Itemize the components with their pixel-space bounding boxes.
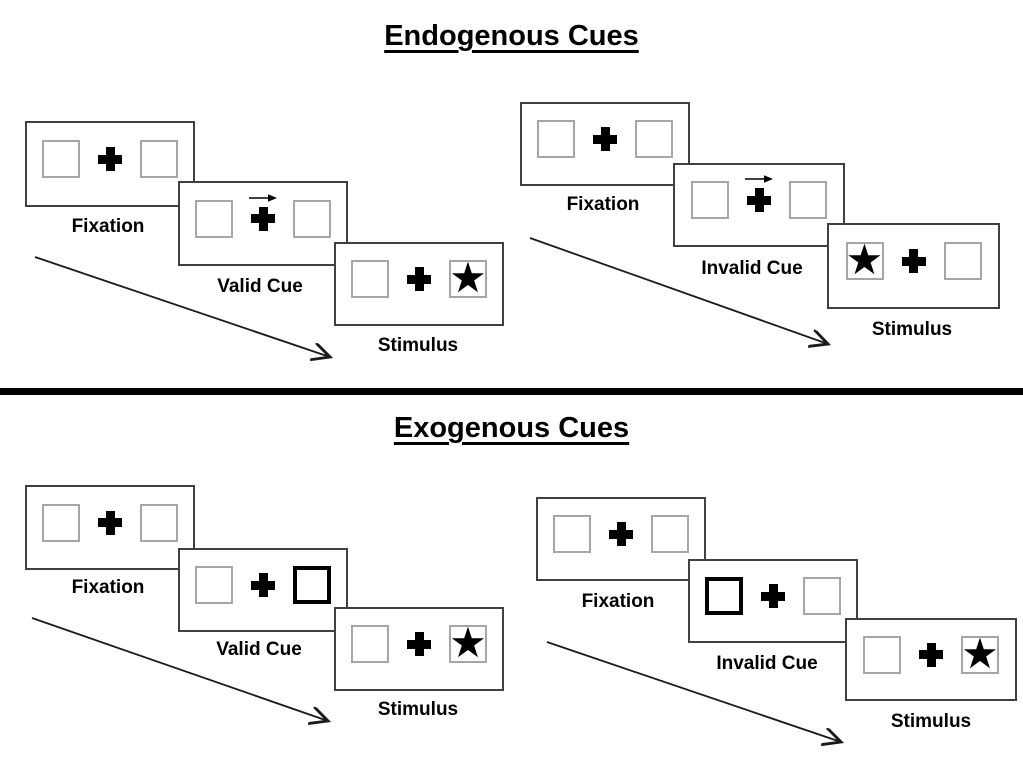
fixation-cross-icon bbox=[609, 522, 633, 546]
right-box bbox=[651, 515, 689, 553]
fixation-cross-icon bbox=[249, 193, 277, 231]
left-box bbox=[691, 181, 729, 219]
right-box bbox=[635, 120, 673, 158]
fixation-cross-icon bbox=[901, 249, 926, 273]
timeline-arrow-exogenous-valid bbox=[31, 617, 328, 721]
fixation-cross-icon bbox=[407, 632, 431, 656]
left-box bbox=[863, 635, 901, 674]
fixation-cross-icon bbox=[98, 147, 122, 171]
stimulus-label: Stimulus bbox=[377, 335, 459, 356]
cue-label: Invalid Cue bbox=[701, 258, 803, 279]
exogenous-valid-cue-panel bbox=[178, 548, 348, 632]
endogenous-valid-stimulus-panel: ★ bbox=[334, 242, 504, 326]
right-box-thick-cue bbox=[293, 566, 331, 604]
star-stimulus-icon: ★ bbox=[961, 628, 999, 678]
right-box-with-star: ★ bbox=[961, 628, 999, 678]
right-box bbox=[803, 577, 841, 615]
right-box bbox=[789, 181, 827, 219]
exogenous-valid-fixation-panel bbox=[25, 485, 195, 570]
left-box bbox=[42, 140, 80, 178]
exogenous-invalid-fixation-panel bbox=[536, 497, 706, 581]
right-box bbox=[140, 503, 178, 542]
endogenous-invalid-cue-panel bbox=[673, 163, 845, 247]
right-box bbox=[293, 199, 331, 238]
star-stimulus-icon: ★ bbox=[845, 235, 884, 284]
left-box bbox=[195, 566, 233, 604]
left-box bbox=[42, 503, 80, 542]
exogenous-valid-stimulus-panel: ★ bbox=[334, 607, 504, 691]
timeline-arrow-endogenous-invalid bbox=[529, 237, 828, 344]
cue-label: Valid Cue bbox=[216, 639, 302, 660]
fixation-cross-icon bbox=[761, 584, 785, 608]
fixation-label: Fixation bbox=[566, 194, 640, 215]
cue-label: Valid Cue bbox=[217, 276, 303, 297]
cue-label: Invalid Cue bbox=[716, 653, 818, 674]
fixation-cross-icon bbox=[919, 642, 943, 667]
exogenous-invalid-stimulus-panel: ★ bbox=[845, 618, 1017, 701]
right-box bbox=[943, 242, 982, 280]
section-title-endogenous: Endogenous Cues bbox=[384, 20, 639, 52]
left-box bbox=[351, 625, 389, 663]
stimulus-label: Stimulus bbox=[871, 319, 953, 340]
star-stimulus-icon: ★ bbox=[449, 618, 487, 667]
stimulus-label: Stimulus bbox=[890, 711, 972, 732]
left-box-with-star: ★ bbox=[845, 235, 884, 284]
fixation-label: Fixation bbox=[71, 577, 145, 598]
timeline-arrow-endogenous-valid bbox=[34, 256, 330, 357]
fixation-label: Fixation bbox=[71, 216, 145, 237]
left-box bbox=[537, 120, 575, 158]
section-title-exogenous: Exogenous Cues bbox=[393, 412, 630, 444]
left-box bbox=[195, 199, 233, 238]
central-cue-arrow-right-icon bbox=[249, 193, 277, 202]
central-cue-arrow-right-icon bbox=[745, 175, 773, 183]
fixation-cross-icon bbox=[745, 175, 773, 212]
left-box bbox=[553, 515, 591, 553]
endogenous-valid-fixation-panel bbox=[25, 121, 195, 207]
fixation-cross-icon bbox=[98, 510, 122, 535]
endogenous-valid-cue-panel bbox=[178, 181, 348, 266]
fixation-cross-icon bbox=[407, 267, 431, 291]
fixation-label: Fixation bbox=[581, 591, 655, 612]
section-divider bbox=[0, 388, 1023, 395]
left-box bbox=[351, 260, 389, 298]
right-box-with-star: ★ bbox=[449, 618, 487, 667]
left-box-thick-cue bbox=[705, 577, 743, 615]
endogenous-invalid-stimulus-panel: ★ bbox=[827, 223, 1000, 309]
exogenous-invalid-cue-panel bbox=[688, 559, 858, 643]
stimulus-label: Stimulus bbox=[377, 699, 459, 720]
endogenous-invalid-fixation-panel bbox=[520, 102, 690, 186]
fixation-cross-icon bbox=[251, 573, 275, 597]
star-stimulus-icon: ★ bbox=[449, 253, 487, 302]
right-box-with-star: ★ bbox=[449, 253, 487, 302]
fixation-cross-icon bbox=[593, 127, 617, 151]
right-box bbox=[140, 140, 178, 178]
